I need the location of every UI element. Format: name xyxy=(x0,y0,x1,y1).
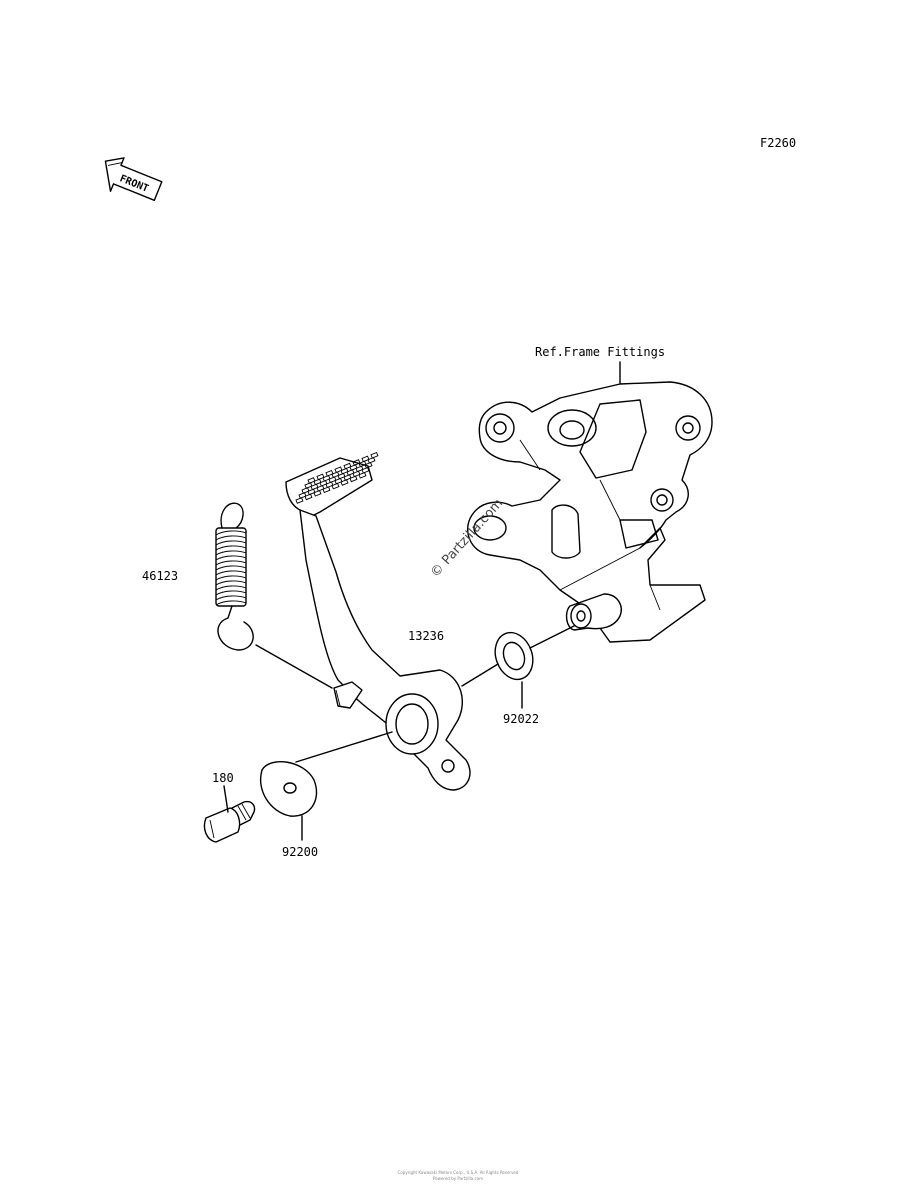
washer-92200 xyxy=(260,761,318,817)
pedal-tread-stud xyxy=(322,486,331,494)
pedal-tread-stud xyxy=(316,484,325,492)
pedal-tread-stud xyxy=(358,460,367,468)
pedal-tread-stud xyxy=(343,462,352,470)
pedal-tread-stud xyxy=(343,474,352,481)
pedal-tread-stud xyxy=(325,481,334,489)
washer-92022 xyxy=(494,631,534,681)
pedal-tread-stud xyxy=(349,464,358,471)
pedal-tread-stud xyxy=(301,487,310,494)
part-label-180: 180 xyxy=(212,771,234,785)
pedal-tread-stud xyxy=(307,477,316,484)
pedal-tread-stud xyxy=(313,478,322,486)
pedal-tread-stud xyxy=(352,459,361,466)
pedal-tread-stud xyxy=(358,471,367,479)
pedal-tread-stud xyxy=(331,482,340,490)
spring-coil xyxy=(215,560,247,566)
pedal-tread-stud xyxy=(310,483,319,491)
footer-line-1: Copyright Kawasaki Motors Corp., U.S.A. … xyxy=(398,1170,519,1175)
spring-coil xyxy=(215,600,247,606)
pedal-tread-stud xyxy=(325,469,334,477)
pedal-tread-stud xyxy=(298,492,307,499)
pedal-tread-stud xyxy=(322,474,331,482)
washer-92022-leader-line xyxy=(461,663,499,687)
spring-coil xyxy=(215,555,247,561)
pedal-tread-stud xyxy=(316,473,325,481)
spring-coil xyxy=(215,535,247,541)
brake-pedal xyxy=(285,451,471,791)
pedal-tread-stud xyxy=(340,479,349,486)
pedal-tread-stud xyxy=(367,456,376,464)
front-arrow-icon: FRONT xyxy=(104,157,163,202)
part-label-13236: 13236 xyxy=(408,629,444,643)
spring-coil xyxy=(215,530,247,536)
pedal-tread xyxy=(295,451,379,504)
pedal-tread-stud xyxy=(295,497,304,504)
spring-coil xyxy=(215,545,247,551)
spring-coil xyxy=(215,550,247,556)
frame-fittings-bracket xyxy=(467,381,713,643)
pedal-tread-stud xyxy=(319,479,328,487)
spring-coil xyxy=(215,585,247,591)
pedal-tread-stud xyxy=(346,469,355,476)
spring-coil xyxy=(215,570,247,576)
pedal-tread-stud xyxy=(307,488,316,496)
pedal-tread-stud xyxy=(313,489,322,497)
washer-92200-leader-line xyxy=(295,731,393,763)
pedal-tread-stud xyxy=(334,477,343,485)
pedal-tread-stud xyxy=(331,471,340,479)
pedal-tread-stud xyxy=(355,465,364,473)
spring-coil xyxy=(215,580,247,586)
part-label-46123: 46123 xyxy=(142,569,178,583)
pedal-tread-stud xyxy=(370,451,379,459)
pedal-tread-stud xyxy=(334,466,343,474)
pedal-tread-stud xyxy=(352,470,361,478)
pedal-tread-stud xyxy=(349,475,358,483)
bolt-label-line xyxy=(223,785,229,813)
spring-leader-line xyxy=(255,644,333,689)
spring xyxy=(215,502,254,651)
pedal-tread-stud xyxy=(304,493,313,501)
reference-label: Ref.Frame Fittings xyxy=(535,345,665,359)
spring-coils xyxy=(215,530,247,606)
spring-coil xyxy=(215,595,247,601)
spring-coil xyxy=(215,590,247,596)
footer-line-2: Powered by Partzilla.com xyxy=(433,1176,483,1181)
spring-coil xyxy=(215,565,247,571)
pedal-tread-stud xyxy=(364,461,373,469)
pedal-tread-stud xyxy=(304,482,313,489)
pedal-tread-stud xyxy=(328,476,337,484)
spring-coil xyxy=(215,540,247,546)
pedal-tread-stud xyxy=(337,472,346,480)
bolt xyxy=(203,800,256,843)
part-label-92200: 92200 xyxy=(282,845,318,859)
spring-coil xyxy=(215,575,247,581)
pedal-tread-stud xyxy=(361,466,370,474)
part-label-92022: 92022 xyxy=(503,712,539,726)
washer-92022-leader-line-right xyxy=(529,625,575,649)
pedal-tread-stud xyxy=(340,467,349,475)
pedal-tread-stud xyxy=(361,455,370,463)
diagram-code: F2260 xyxy=(760,136,796,150)
